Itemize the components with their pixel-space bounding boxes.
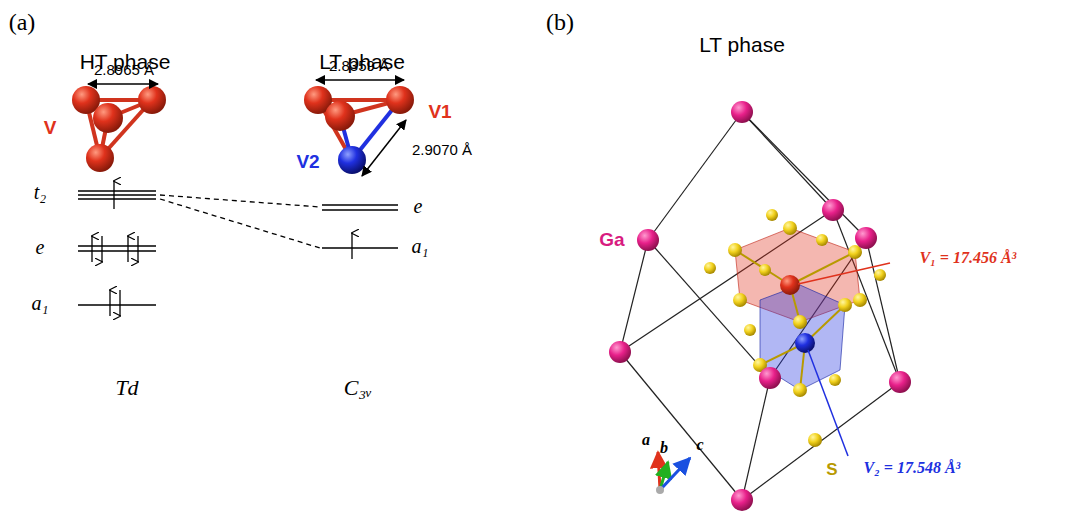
bond-length: 2.8359 Å xyxy=(329,58,389,75)
bond-length: 2.8965 Å xyxy=(94,62,154,79)
orbital-label: e xyxy=(36,236,45,258)
orbital-label: a₁ xyxy=(32,292,49,314)
point-group: C₃ᵥ xyxy=(344,376,372,400)
axis-triad xyxy=(656,452,690,494)
orbital-label: t₂ xyxy=(34,181,47,203)
lt-energy-levels xyxy=(160,195,398,259)
panel-letter: (a) xyxy=(9,9,36,35)
orbital-label: a₁ xyxy=(412,235,429,257)
ht-tetrahedron xyxy=(72,84,166,172)
atom-label: S xyxy=(826,461,837,480)
lt-tetrahedron xyxy=(304,80,414,176)
axis-label: a xyxy=(642,431,650,449)
atom-label: V1 xyxy=(428,102,451,123)
bond-length: 2.9070 Å xyxy=(412,142,472,159)
ht-energy-levels xyxy=(78,181,156,316)
atom-label: V2 xyxy=(296,152,319,173)
atom-label: V xyxy=(44,118,57,139)
axis-label: c xyxy=(696,436,703,454)
volume-label: V₁ = 17.456 Å³ xyxy=(920,249,1017,267)
panel-letter: (b) xyxy=(546,9,574,35)
point-group: Td xyxy=(115,376,138,400)
axis-label: b xyxy=(660,439,668,457)
unit-cell xyxy=(609,101,911,511)
phase-title: LT phase xyxy=(699,33,785,56)
atom-label: Ga xyxy=(599,230,624,251)
volume-label: V₂ = 17.548 Å³ xyxy=(864,459,961,477)
orbital-label: e xyxy=(414,195,423,217)
